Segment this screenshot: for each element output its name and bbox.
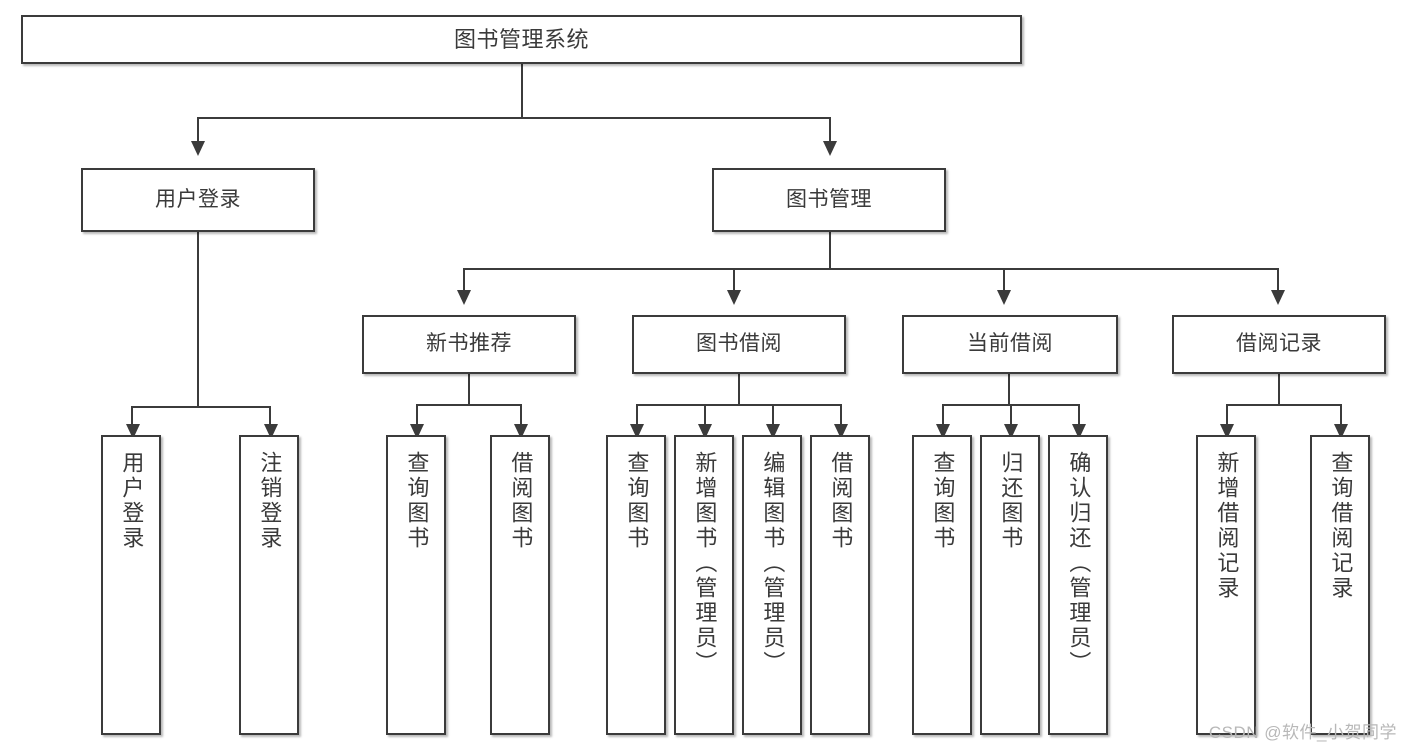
connector-drop-nb-query — [416, 404, 419, 427]
connector-borrow-record-bus — [1226, 404, 1340, 407]
node-label: 新增借阅记录 — [1214, 451, 1240, 601]
connector-level2-bus — [197, 117, 831, 120]
connector-drop-book-management — [829, 117, 832, 143]
node-root-book-management-system[interactable]: 图书管理系统 — [21, 15, 1022, 64]
leaf-borrow-borrow-book[interactable]: 借阅图书 — [810, 435, 870, 735]
connector-user-login-bus — [131, 406, 269, 409]
leaf-user-login[interactable]: 用户登录 — [101, 435, 161, 735]
connector-drop-bb-query — [636, 404, 639, 427]
node-label: 借阅记录 — [1236, 332, 1322, 356]
node-label: 确认归还（管理员） — [1066, 451, 1092, 676]
connector-new-book-bus — [416, 404, 520, 407]
leaf-borrow-add-book-admin[interactable]: 新增图书（管理员） — [674, 435, 734, 735]
connector-drop-book-borrow — [733, 268, 736, 292]
connector-root-stem — [521, 64, 524, 119]
arrowhead-book-management — [823, 141, 837, 156]
arrowhead-user-login — [191, 141, 205, 156]
leaf-current-confirm-return-admin[interactable]: 确认归还（管理员） — [1048, 435, 1108, 735]
node-label: 查询图书 — [404, 451, 430, 551]
node-borrowing-record[interactable]: 借阅记录 — [1172, 315, 1386, 374]
node-new-book-recommendation[interactable]: 新书推荐 — [362, 315, 576, 374]
node-label: 借阅图书 — [508, 451, 534, 551]
node-label: 查询图书 — [624, 451, 650, 551]
connector-drop-bb-borrow — [840, 404, 843, 427]
node-label: 新增图书（管理员） — [692, 451, 718, 676]
connector-drop-nb-borrow — [520, 404, 523, 427]
node-current-borrowing[interactable]: 当前借阅 — [902, 315, 1118, 374]
node-label: 图书管理系统 — [453, 26, 589, 52]
arrowhead-borrow-record — [1271, 290, 1285, 305]
node-book-management[interactable]: 图书管理 — [712, 168, 946, 232]
connector-drop-cb-confirm — [1078, 404, 1081, 427]
connector-drop-current-borrow — [1003, 268, 1006, 292]
connector-current-borrow-stem — [1008, 374, 1011, 406]
connector-drop-cb-return — [1010, 404, 1013, 427]
leaf-record-add-record[interactable]: 新增借阅记录 — [1196, 435, 1256, 735]
node-label: 查询借阅记录 — [1328, 451, 1354, 601]
arrowhead-new-book — [457, 290, 471, 305]
connector-book-management-stem — [829, 232, 832, 270]
connector-borrow-record-stem — [1278, 374, 1281, 406]
connector-drop-leaf-user-login — [131, 406, 134, 427]
arrowhead-book-borrow — [727, 290, 741, 305]
connector-book-borrow-stem — [738, 374, 741, 406]
arrowhead-current-borrow — [997, 290, 1011, 305]
node-label: 当前借阅 — [967, 332, 1053, 356]
node-label: 用户登录 — [155, 187, 241, 211]
connector-drop-bb-edit — [772, 404, 775, 427]
node-label: 编辑图书（管理员） — [760, 451, 786, 676]
connector-drop-leaf-logout — [269, 406, 272, 427]
node-book-borrowing[interactable]: 图书借阅 — [632, 315, 846, 374]
node-label: 借阅图书 — [828, 451, 854, 551]
connector-level3-bus — [463, 268, 1279, 271]
leaf-borrow-query-book[interactable]: 查询图书 — [606, 435, 666, 735]
leaf-new-book-query-book[interactable]: 查询图书 — [386, 435, 446, 735]
connector-drop-bb-add — [704, 404, 707, 427]
connector-drop-br-query — [1340, 404, 1343, 427]
connector-book-borrow-bus — [636, 404, 842, 407]
leaf-current-return-book[interactable]: 归还图书 — [980, 435, 1040, 735]
connector-drop-cb-query — [942, 404, 945, 427]
connector-drop-br-add — [1226, 404, 1229, 427]
connector-drop-new-book — [463, 268, 466, 292]
connector-new-book-stem — [468, 374, 471, 406]
leaf-current-query-book[interactable]: 查询图书 — [912, 435, 972, 735]
node-label: 图书借阅 — [696, 332, 782, 356]
leaf-record-query-record[interactable]: 查询借阅记录 — [1310, 435, 1370, 735]
connector-drop-borrow-record — [1277, 268, 1280, 292]
leaf-borrow-edit-book-admin[interactable]: 编辑图书（管理员） — [742, 435, 802, 735]
connector-drop-user-login — [197, 117, 200, 143]
node-user-login[interactable]: 用户登录 — [81, 168, 315, 232]
leaf-new-book-borrow-book[interactable]: 借阅图书 — [490, 435, 550, 735]
node-label: 归还图书 — [998, 451, 1024, 551]
node-label: 新书推荐 — [426, 332, 512, 356]
node-label: 图书管理 — [786, 187, 872, 211]
node-label: 注销登录 — [257, 451, 283, 551]
node-label: 用户登录 — [119, 451, 145, 551]
node-label: 查询图书 — [930, 451, 956, 551]
connector-user-login-stem — [197, 232, 200, 408]
leaf-logout[interactable]: 注销登录 — [239, 435, 299, 735]
